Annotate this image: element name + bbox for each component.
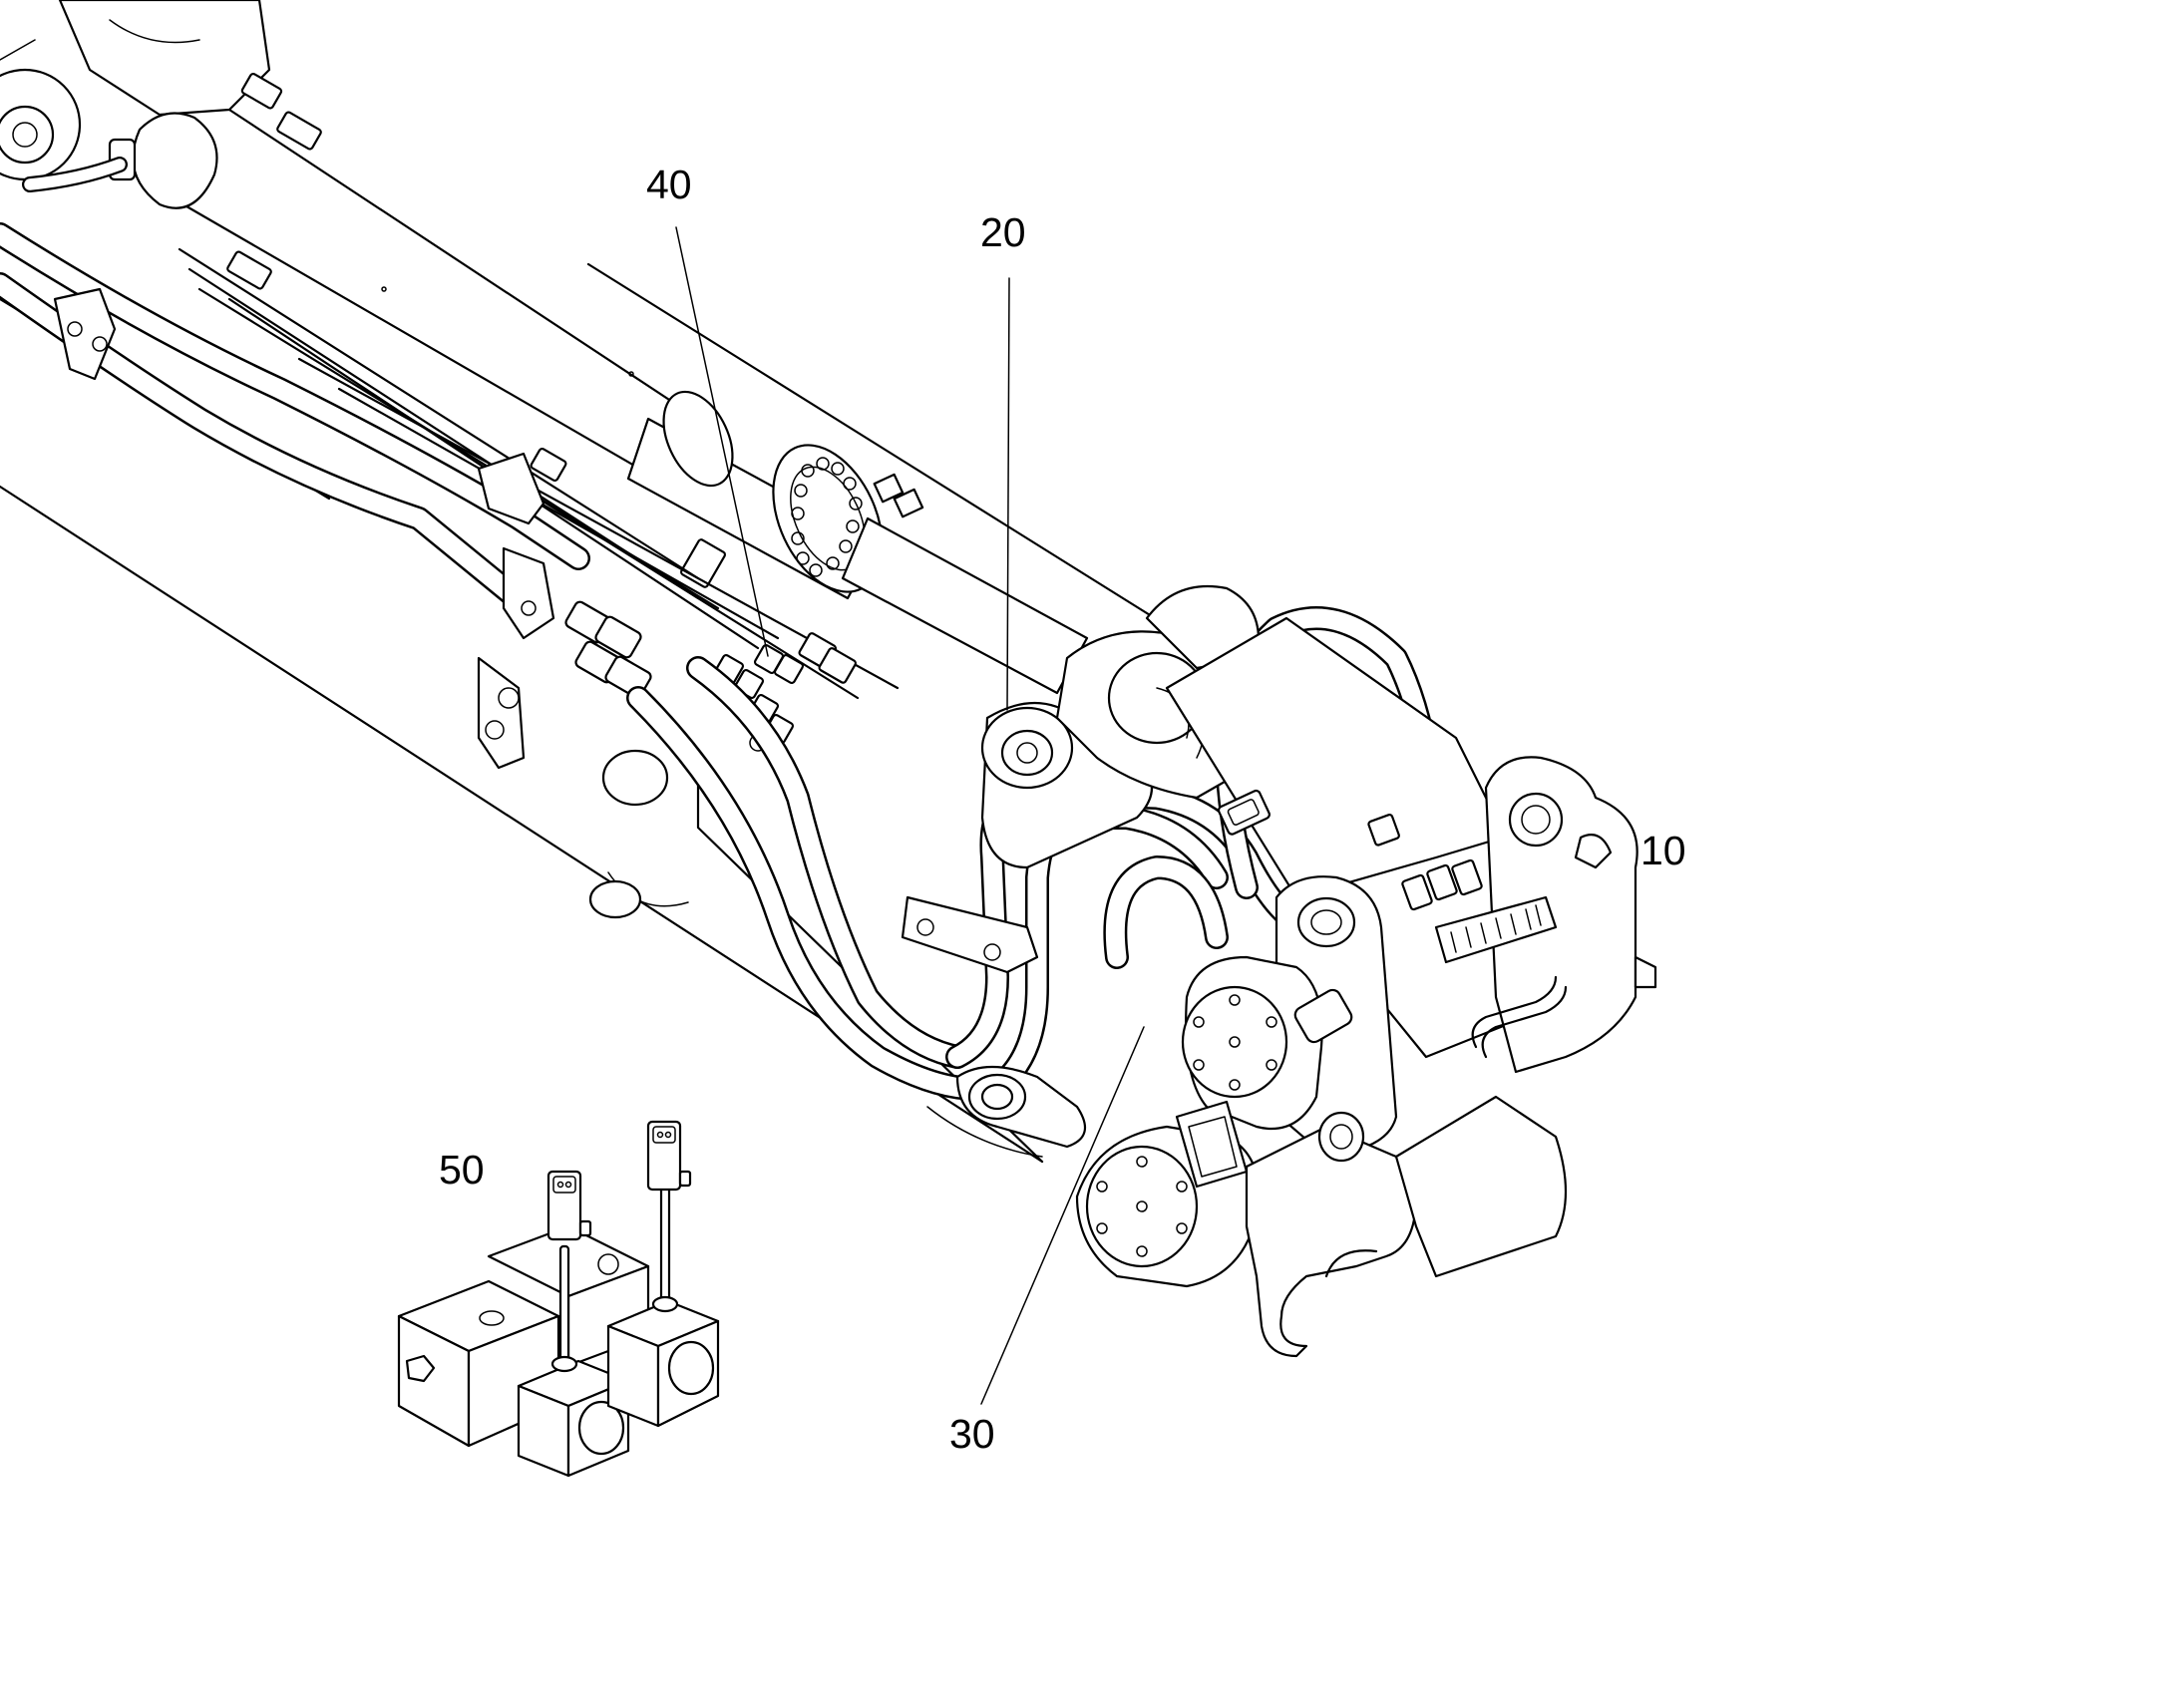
callout-30: 30 [949, 1411, 995, 1457]
callout-40: 40 [646, 162, 692, 207]
callout-10: 10 [1640, 828, 1686, 873]
valve-block-assembly [397, 1120, 720, 1478]
leader-lines [675, 226, 1145, 1405]
coupler-teeth [1434, 895, 1558, 964]
flange-bolts [791, 457, 863, 577]
callout-50: 50 [439, 1147, 485, 1193]
hose-bundle [0, 157, 900, 752]
quick-coupler [1075, 616, 1657, 1358]
callout-20: 20 [980, 209, 1026, 255]
